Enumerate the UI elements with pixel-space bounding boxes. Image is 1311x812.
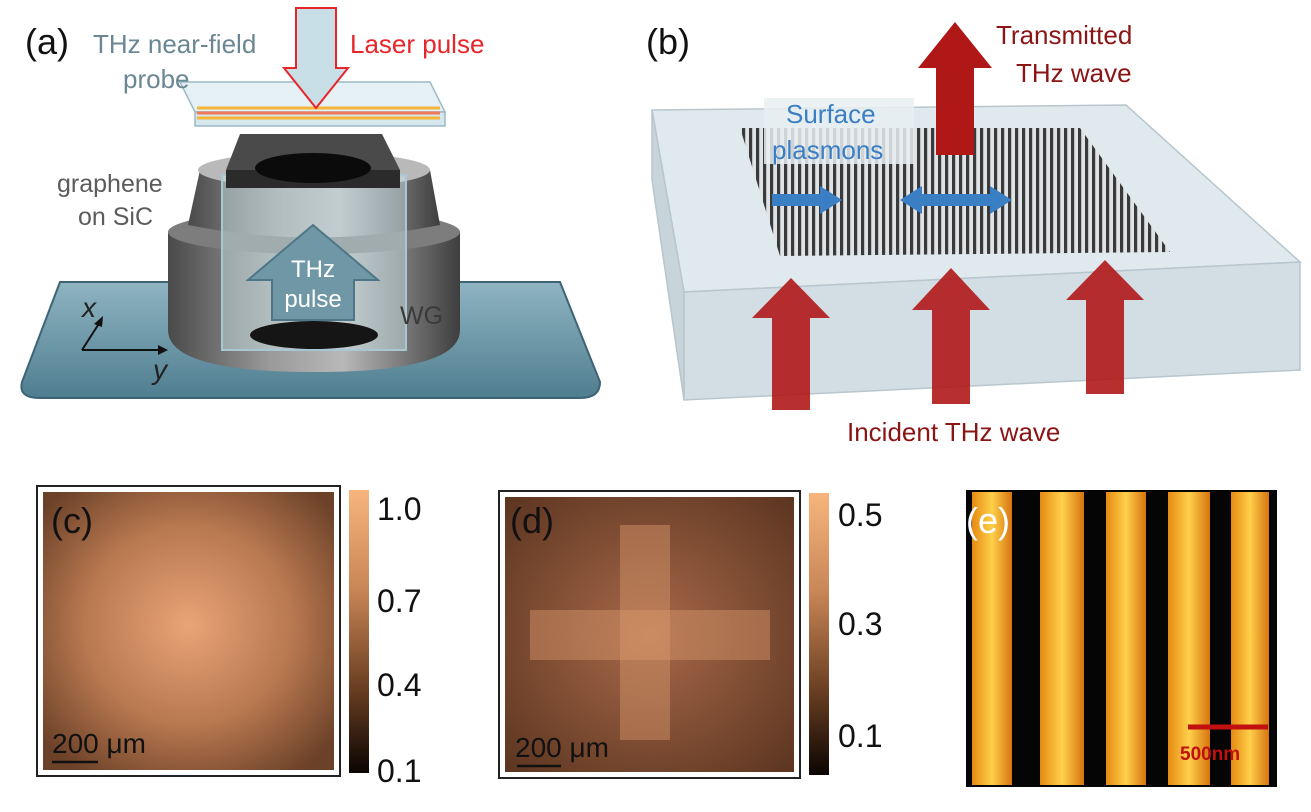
- colorbar-d-tick-2: 0.3: [838, 606, 883, 642]
- incident-label: Incident THz wave: [847, 417, 1061, 447]
- panel-d-letter: (d): [510, 500, 554, 541]
- panel-c: [36, 485, 369, 777]
- graphene-label-line2: on SiC: [78, 203, 154, 231]
- surface-plasmons-line1: Surface: [786, 99, 876, 129]
- thz-pulse-label-line1: THz: [291, 256, 335, 283]
- scale-bar-label-c: 200 μm: [52, 728, 146, 759]
- afm-stripe-5: [1231, 492, 1269, 785]
- axis-x-label: x: [82, 292, 96, 323]
- axis-x-arrowhead: [94, 316, 103, 327]
- panel-e-letter: (e): [966, 500, 1010, 541]
- laser-pulse-arrow: [281, 7, 351, 110]
- colorbar-c-tick-3: 0.4: [377, 667, 422, 703]
- panel-a: [20, 7, 602, 399]
- thz-pulse-arrow: [245, 223, 381, 321]
- colorbar-c-tick-4: 0.1: [377, 753, 422, 789]
- glass-block-left: [651, 109, 685, 401]
- afm-stripe-3: [1106, 492, 1146, 785]
- map-c-image: [43, 492, 334, 770]
- wg-label: WG: [400, 302, 444, 330]
- plasmon-arrow-right: [772, 186, 842, 214]
- map-d-cross-horizontal: [530, 610, 770, 660]
- surface-plasmons-line2: plasmons: [772, 135, 884, 165]
- colorbar-c-tick-2: 0.7: [377, 583, 422, 619]
- afm-stripe-2: [1040, 492, 1084, 785]
- map-d-image: [505, 497, 794, 772]
- afm-stripe-1: [972, 492, 1012, 785]
- axis-y-label: y: [153, 354, 167, 385]
- panel-b: [651, 22, 1302, 410]
- transmitted-label-line1: Transmitted: [996, 20, 1133, 50]
- scale-bar-label-d: 200 μm: [515, 732, 609, 763]
- plasmon-arrow-double: [900, 186, 1012, 214]
- axis-x-line: [81, 321, 101, 351]
- map-d-cross-vertical: [620, 525, 670, 740]
- laser-pulse-label: Laser pulse: [350, 29, 485, 59]
- colorbar-c: [349, 490, 369, 773]
- panel-d: [498, 490, 829, 779]
- thz-pulse-label-line2: pulse: [284, 286, 342, 313]
- colorbar-d-tick-3: 0.1: [838, 718, 883, 754]
- colorbar-d: [809, 493, 829, 775]
- transmitted-arrow: [918, 22, 992, 155]
- colorbar-c-tick-1: 1.0: [377, 491, 422, 527]
- incident-arrow-2: [912, 268, 990, 404]
- probe-label-line1: THz near-field: [93, 29, 257, 59]
- colorbar-d-tick-1: 0.5: [838, 497, 883, 533]
- surface-plasmons-box: [764, 98, 914, 164]
- transmitted-label-line2: THz wave: [1016, 58, 1132, 88]
- panel-c-letter: (c): [51, 500, 93, 541]
- probe-label-line2: probe: [123, 64, 190, 94]
- afm-stripe-4: [1168, 492, 1210, 785]
- panel-b-letter: (b): [646, 21, 690, 62]
- bottom-hole: [250, 321, 378, 349]
- panel-a-letter: (a): [25, 21, 69, 62]
- graphene-label-line1: graphene: [57, 170, 163, 198]
- panel-e: [966, 490, 1277, 787]
- sample-hole: [255, 153, 371, 183]
- incident-arrow-1: [752, 278, 830, 410]
- scale-bar-label-e: 500nm: [1180, 744, 1241, 765]
- incident-arrow-3: [1066, 260, 1144, 394]
- axis-y-arrowhead: [158, 345, 168, 355]
